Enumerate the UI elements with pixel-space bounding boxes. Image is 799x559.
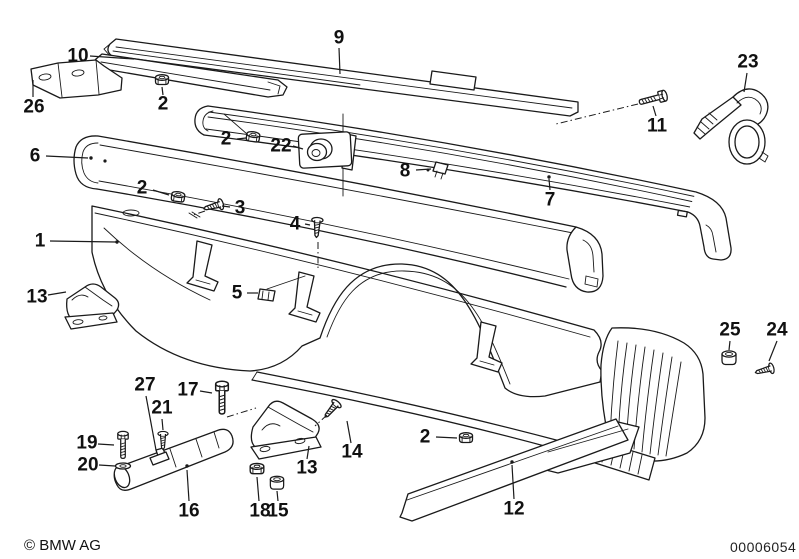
screw-21 [157,430,169,451]
callout-leader-2-11 [152,189,170,196]
callout-leader-22-8 [292,145,304,150]
part-number-17-20: 17 [177,380,198,401]
callout-leader-19-22 [97,443,115,446]
part-number-7-10: 7 [545,190,556,211]
part-number-22-8: 22 [270,136,291,157]
part-number-15-29: 15 [267,501,289,522]
grommet-25 [721,350,737,366]
callout-leader-24-18 [768,340,778,362]
part-number-2-11: 2 [137,178,148,199]
nut-18 [249,462,265,475]
part-number-27-19: 27 [134,375,155,396]
callout-leader-15-29 [276,490,279,502]
part-number-4-13: 4 [290,214,301,235]
part-number-18-28: 18 [249,501,270,522]
part-number-5-16: 5 [232,283,243,304]
copyright-text: © BMW AG [24,537,101,554]
callout-leader-21-21 [161,418,164,431]
part-number-25-17: 25 [719,320,741,341]
nut-15 [269,475,285,490]
callout-leader-7-10 [548,178,551,191]
strip-12-drawing [399,418,640,522]
part-number-8-9: 8 [400,161,411,182]
bracket-13a-drawing [64,283,120,330]
callout-leader-12-30 [511,464,515,500]
part-number-21-21: 21 [151,398,173,419]
part-number-2-2: 2 [158,94,169,115]
part-number-1-14: 1 [35,231,46,252]
strip-9-drawing [103,38,579,117]
washer-20 [114,462,132,470]
callout-leader-4-13 [304,223,311,226]
callout-leader-18-28 [256,476,260,502]
bolt-11 [637,89,669,109]
callout-leader-25-17 [728,340,731,351]
nut-2-left [170,190,186,204]
callout-leader-17-20 [199,390,213,394]
part-number-23-4: 23 [737,52,758,73]
part-number-24-18: 24 [766,320,788,341]
bolt-17 [214,380,230,415]
part-number-12-30: 12 [503,499,524,520]
part-number-2-24: 2 [420,427,431,448]
callout-leader-11-5 [652,105,657,117]
clip-5-drawing [257,288,276,302]
part-number-6-6: 6 [30,146,41,167]
callout-leader-8-9 [415,168,432,171]
plate-22-drawing [297,113,357,197]
callout-leader-2-7 [236,137,247,140]
part-number-2-7: 2 [221,129,232,150]
nut-2-bottom [458,432,474,444]
nut-2-mid [245,130,261,144]
trim-bar-6-drawing [73,135,604,293]
callout-leader-14-25 [346,420,352,444]
bracket-26-drawing [30,59,123,99]
callout-leader-2-2 [161,86,164,96]
part-number-20-23: 20 [77,455,98,476]
clip-8-drawing [426,161,449,180]
callout-leader-20-23 [98,464,116,467]
bumper-bar-7-drawing [194,105,732,261]
part-number-13-15: 13 [26,287,47,308]
callout-leader-9-3 [338,47,341,75]
part-number-14-25: 14 [341,442,363,463]
callout-leader-23-4 [743,72,748,93]
bolt-19 [117,430,129,459]
shelf-drawing [251,371,598,453]
part-number-16-27: 16 [178,501,199,522]
callout-leader-13-26 [306,445,310,460]
callout-leader-16-27 [186,469,190,502]
part-number-9-3: 9 [334,28,345,49]
callout-leader-13-15 [47,291,67,296]
callout-leader-6-6 [45,155,89,159]
part-number-10-1: 10 [67,46,88,67]
callout-leader-3-12 [221,205,231,208]
part-number-11-5: 11 [647,116,668,137]
screw-24 [753,361,776,379]
bracket-13b-drawing [250,400,322,460]
callout-leader-27-19 [145,395,157,451]
part-number-26-0: 26 [23,97,44,118]
bumper-body-1-drawing [91,205,603,398]
callout-leader-2-24 [435,436,458,439]
assembly-guide-lines [89,103,639,468]
clip-27-drawing [149,447,170,466]
part-number-13-26: 13 [296,458,317,479]
nut-2-top [154,74,170,86]
part-number-3-12: 3 [235,198,246,219]
callout-leader-1-14 [49,240,117,243]
image-number: 00006054 [730,539,797,555]
callout-leader-10-1 [89,55,135,60]
tube-16-drawing [113,428,234,491]
screw-4 [310,216,324,239]
tow-hook-23-drawing [693,88,769,165]
part-number-19-22: 19 [76,433,97,454]
